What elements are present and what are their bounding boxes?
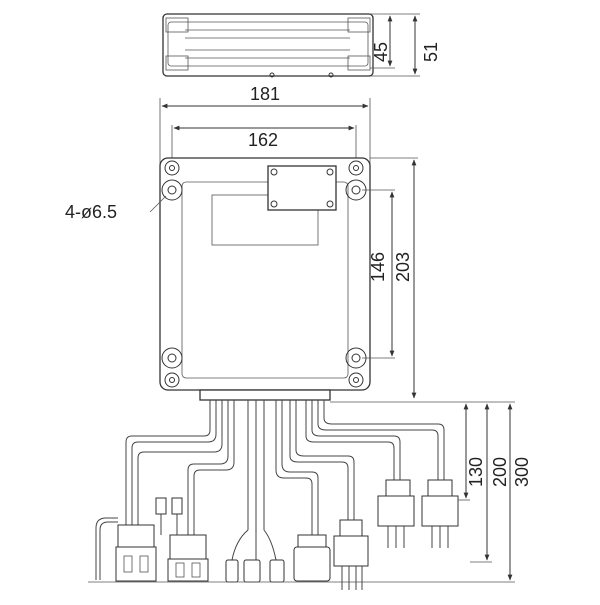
label-area bbox=[211, 194, 319, 246]
cable-left-inner-a bbox=[137, 400, 223, 528]
top-view-inner bbox=[167, 21, 369, 67]
connector-5-housing bbox=[333, 535, 369, 567]
dim-label-45: 45 bbox=[371, 42, 391, 62]
cover-screw-tr bbox=[326, 168, 334, 176]
mounting-hole-bottom-left bbox=[161, 347, 183, 388]
hole-note-leader bbox=[149, 195, 167, 213]
connector-3c bbox=[269, 559, 285, 583]
connector-2-plug bbox=[167, 558, 209, 582]
dim-label-130: 130 bbox=[466, 457, 486, 487]
connector-1-pin-b bbox=[139, 555, 149, 573]
cable-right-loop-b bbox=[311, 400, 401, 480]
top-view-bracket-br bbox=[347, 55, 371, 71]
fuse-holder-1 bbox=[155, 497, 167, 515]
cable-length-dimensions: 130 200 300 bbox=[88, 401, 532, 583]
connector-7-housing bbox=[421, 495, 459, 527]
cable-right-mid-a bbox=[275, 400, 313, 535]
connector-2-pin-a bbox=[175, 562, 185, 578]
connector-1-pin-a bbox=[123, 555, 133, 573]
connector-1-pigtail-b bbox=[95, 517, 118, 580]
cover-plate bbox=[267, 165, 337, 211]
connector-3b bbox=[243, 559, 261, 583]
dim-label-181: 181 bbox=[250, 84, 280, 104]
connector-7-leads bbox=[431, 526, 449, 548]
mounting-hole-top-left bbox=[161, 160, 183, 201]
connector-6-housing bbox=[377, 495, 415, 527]
centre-split-leads bbox=[231, 529, 277, 561]
fuse-leads bbox=[160, 514, 178, 535]
dim-label-203: 203 bbox=[393, 252, 413, 282]
cable-left-outer-b bbox=[131, 400, 217, 528]
cable-left-mid-a bbox=[187, 400, 229, 535]
cable-right-d bbox=[295, 400, 355, 520]
connector-4-collar bbox=[297, 534, 327, 548]
cable-right-mid-b bbox=[281, 400, 319, 535]
connector-1-plug bbox=[115, 546, 157, 582]
top-view: 45 51 bbox=[162, 13, 441, 78]
enclosure-outline bbox=[159, 157, 371, 391]
top-view-outline bbox=[162, 13, 374, 77]
top-view-bracket-tl bbox=[165, 17, 189, 33]
dim-label-200: 200 bbox=[490, 457, 510, 487]
enclosure-inner-panel bbox=[181, 181, 349, 379]
cover-screw-br bbox=[326, 200, 334, 208]
cover-screw-bl bbox=[270, 200, 278, 208]
connector-6-collar bbox=[385, 479, 411, 497]
cable-right-loop-d bbox=[323, 400, 445, 480]
cable-right-c bbox=[289, 400, 349, 520]
fuse-holder-2 bbox=[171, 497, 183, 515]
dim-label-146: 146 bbox=[368, 252, 388, 282]
mounting-hole-bottom-right bbox=[345, 347, 367, 388]
connector-1-housing bbox=[117, 524, 155, 548]
connector-5-collar bbox=[339, 519, 363, 537]
height-dimensions: 146 203 bbox=[362, 157, 418, 399]
connector-1-pigtail bbox=[99, 521, 118, 580]
top-view-pin-right bbox=[328, 72, 334, 78]
top-view-bracket-bl bbox=[165, 55, 189, 71]
width-dimensions: 181 162 bbox=[159, 84, 371, 170]
cable-right-loop-a bbox=[305, 400, 395, 480]
connector-4-housing bbox=[293, 546, 331, 582]
top-view-bracket-tr bbox=[347, 17, 371, 33]
connector-6-leads bbox=[387, 526, 405, 548]
connector-7-collar bbox=[427, 479, 453, 497]
connectors bbox=[95, 479, 459, 590]
cable-gland-strip bbox=[199, 389, 331, 401]
cable-right-loop-c bbox=[317, 400, 439, 480]
hole-note-label: 4-ø6.5 bbox=[65, 202, 117, 222]
connector-3a bbox=[225, 559, 239, 583]
front-view: 4-ø6.5 bbox=[65, 157, 371, 401]
cable-left-mid-b bbox=[193, 400, 235, 535]
connector-2-housing bbox=[169, 534, 207, 560]
cable-harness bbox=[125, 400, 445, 535]
cable-left-outer-a bbox=[125, 400, 211, 528]
top-view-pin-left bbox=[269, 72, 275, 78]
dim-label-300: 300 bbox=[512, 457, 532, 487]
connector-2-pin-b bbox=[191, 562, 201, 578]
connector-5-leads bbox=[341, 566, 363, 590]
dim-label-162: 162 bbox=[248, 130, 278, 150]
dim-label-51: 51 bbox=[421, 42, 441, 62]
cover-screw-tl bbox=[270, 168, 278, 176]
